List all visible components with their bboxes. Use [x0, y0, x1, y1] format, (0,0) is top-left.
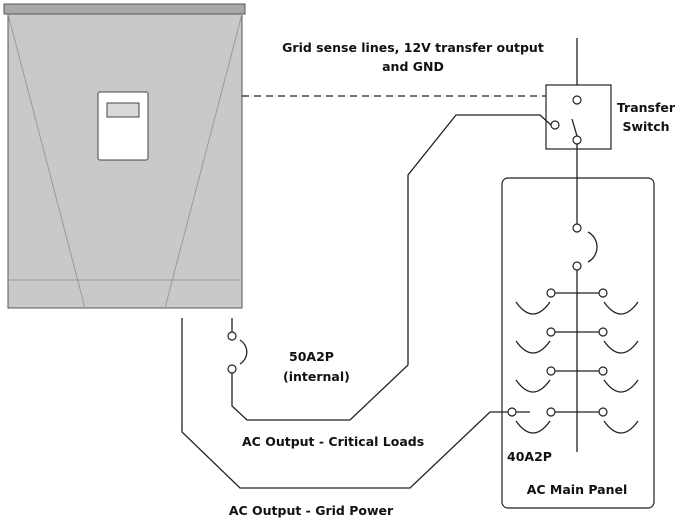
ac-main-panel-enclosure	[501, 177, 655, 509]
inverter-top-cap	[3, 3, 246, 15]
breaker-internal-terminal-bottom	[227, 364, 237, 374]
grid-power-wire	[181, 318, 508, 489]
transfer-switch-blade	[571, 118, 578, 137]
critical-loads-wire	[231, 114, 552, 421]
branch-terminal	[546, 366, 556, 376]
label-grid-sense-line2: and GND	[382, 59, 444, 74]
transfer-switch-terminal-backup	[550, 120, 560, 130]
inverter-lcd-screen	[106, 102, 140, 118]
branch-terminal	[546, 288, 556, 298]
panel-main-terminal-top	[572, 223, 582, 233]
inverter-body	[7, 13, 243, 309]
label-ac-output-grid: AC Output - Grid Power	[229, 503, 394, 518]
label-breaker-internal-rating: 50A2P	[289, 349, 334, 364]
branch-terminal	[546, 327, 556, 337]
branch-terminal	[598, 288, 608, 298]
label-breaker-main-rating: 40A2P	[507, 449, 552, 464]
label-transfer-switch-line2: Switch	[622, 119, 669, 134]
transfer-switch-terminal-top	[572, 95, 582, 105]
branch-terminal	[598, 327, 608, 337]
branch-terminal-40a2p	[507, 407, 517, 417]
branch-terminal	[598, 366, 608, 376]
label-ac-main-panel: AC Main Panel	[527, 482, 628, 497]
label-grid-sense-line1: Grid sense lines, 12V transfer output	[282, 40, 544, 55]
inverter-panel-lines	[7, 13, 243, 309]
branch-breakers	[507, 288, 608, 417]
panel-main-breaker-arc	[587, 231, 598, 263]
inverter-unit	[3, 3, 246, 309]
label-transfer-switch-line1: Transfer	[617, 100, 676, 115]
breaker-internal-arc	[239, 339, 248, 365]
branch-terminal	[598, 407, 608, 417]
transfer-switch-terminal-common	[572, 135, 582, 145]
breaker-internal-terminal-top	[227, 331, 237, 341]
branch-terminal	[546, 407, 556, 417]
inverter-display-panel	[97, 91, 149, 161]
label-ac-output-critical: AC Output - Critical Loads	[242, 434, 424, 449]
branch-breaker-arcs	[515, 301, 639, 434]
panel-main-terminal-bottom	[572, 261, 582, 271]
label-breaker-internal-note: (internal)	[283, 369, 350, 384]
